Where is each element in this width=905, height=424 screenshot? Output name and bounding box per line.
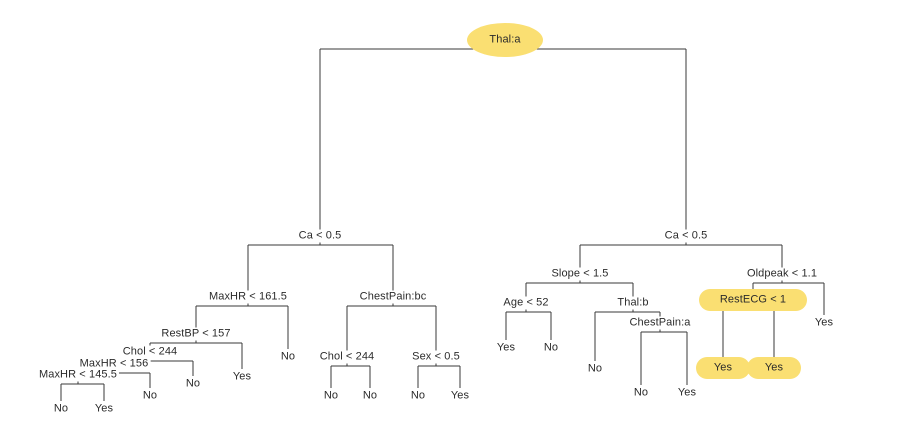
tree-leaf-label: No [142,389,158,402]
tree-split-label: ChestPain:a [627,316,693,330]
tree-split-label: Ca < 0.5 [662,229,710,243]
tree-leaf-label: No [410,389,426,402]
tree-split-label: Chol < 244 [317,350,377,364]
tree-leaf-label: Yes [94,402,114,415]
tree-split-label: RestBP < 157 [159,327,233,341]
tree-leaf-label: No [185,377,201,390]
tree-leaf-label: No [53,402,69,415]
tree-split-label: ChestPain:bc [357,290,429,304]
tree-split-label: Sex < 0.5 [410,350,462,364]
tree-leaf-label: Yes [713,361,733,374]
tree-split-label: MaxHR < 161.5 [206,290,290,304]
tree-leaf-label: Yes [496,341,516,354]
tree-leaf-label: No [280,350,296,363]
tree-leaf-label: No [587,362,603,375]
tree-split-label: Thal:b [615,296,651,310]
tree-split-label: Chol < 244 [120,345,180,359]
tree-split-label: MaxHR < 156 [77,357,151,371]
tree-split-label: Thal:a [489,33,521,46]
tree-leaf-label: Yes [450,389,470,402]
tree-leaf-label: Yes [764,361,784,374]
tree-leaf-label: Yes [814,316,834,329]
tree-split-label: Oldpeak < 1.1 [744,267,820,281]
tree-leaf-label: No [633,386,649,399]
tree-leaf-label: Yes [232,370,252,383]
tree-leaf-label: No [362,389,378,402]
tree-leaf-label: No [323,389,339,402]
tree-leaf-label: No [543,341,559,354]
tree-split-label: RestECG < 1 [719,293,787,306]
tree-leaf-label: Yes [677,386,697,399]
tree-split-label: Ca < 0.5 [296,229,344,243]
tree-split-label: Age < 52 [501,296,551,310]
tree-split-label: Slope < 1.5 [549,267,611,281]
tree-split-label: MaxHR < 145.5 [36,368,120,382]
